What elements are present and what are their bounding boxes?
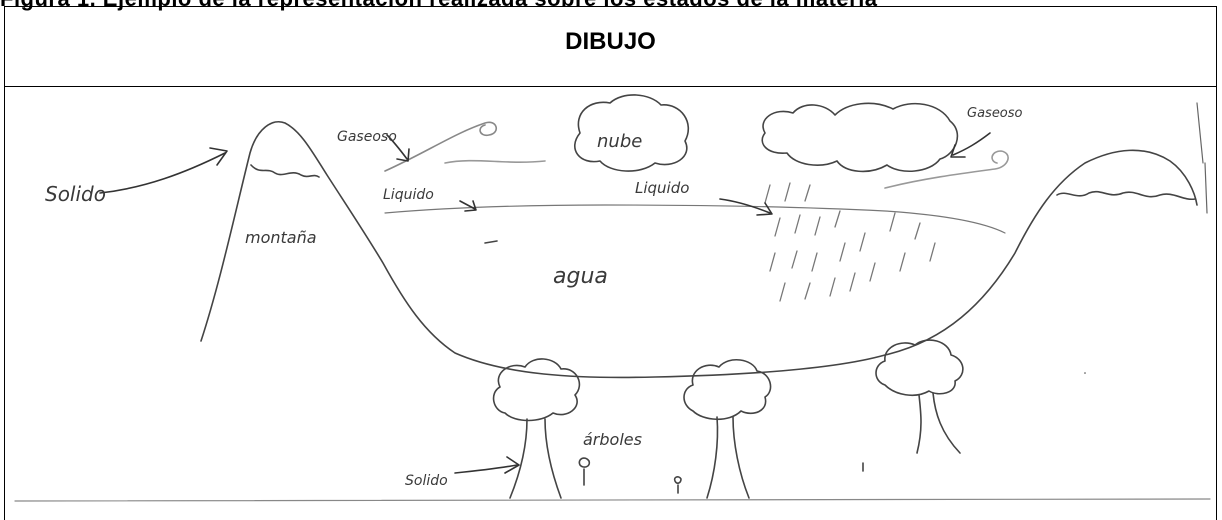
snow-cap-left (250, 164, 320, 178)
mountain-valley-outline (200, 121, 1198, 379)
label-solido-bottom: Solido (405, 473, 448, 489)
label-montana: montaña (245, 228, 317, 247)
figure-caption: Figura 1. Ejemplo de la representación r… (0, 0, 1222, 12)
ground-line (14, 498, 1211, 502)
hand-drawing: Solido Gaseoso Liquido montaña nube Liqu… (14, 94, 1211, 502)
cloud-nube (574, 94, 690, 172)
wind-swirl-right (884, 150, 1009, 189)
table-header: DIBUJO (565, 27, 656, 55)
table-header-row: DIBUJO (5, 7, 1216, 87)
drawing-table: DIBUJO (4, 6, 1217, 520)
wind-swirl-left (384, 121, 497, 172)
label-solido-left: Solido (45, 182, 106, 206)
label-liquido-left: Liquido (383, 187, 434, 203)
label-gaseoso-left: Gaseoso (337, 129, 397, 145)
water-surface (384, 204, 1006, 234)
label-arboles: árboles (583, 430, 642, 449)
trees (492, 339, 964, 499)
label-gaseoso-right: Gaseoso (967, 106, 1023, 121)
label-liquido-rain: Liquido (635, 179, 689, 197)
rain-strokes (764, 182, 936, 302)
cloud-right (761, 102, 959, 173)
label-agua: agua (553, 264, 608, 289)
arrows (99, 132, 991, 474)
water-mark (484, 240, 498, 244)
label-nube: nube (597, 131, 642, 152)
wind-swirl-mid (444, 159, 546, 164)
snow-cap-right (1056, 190, 1196, 201)
